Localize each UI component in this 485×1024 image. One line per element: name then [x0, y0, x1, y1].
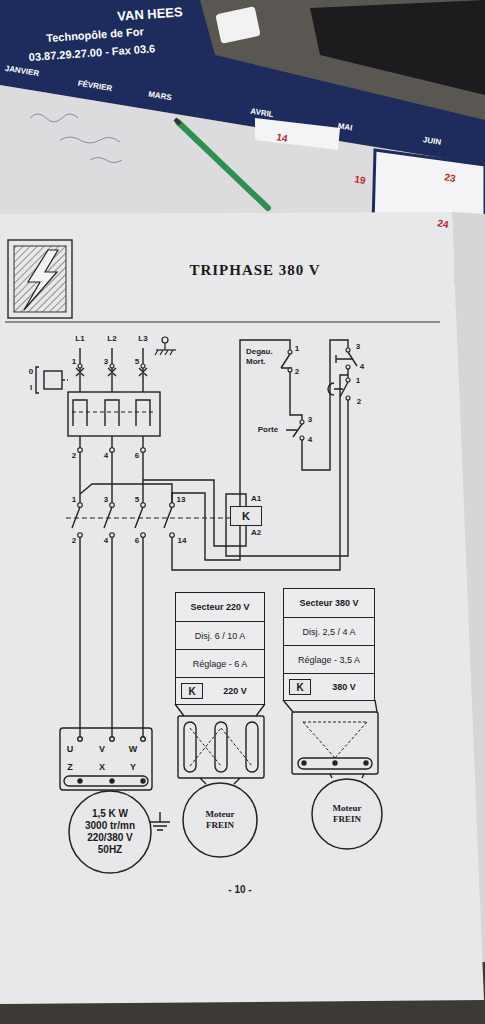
- table-row: Réglage - 3,5 A: [284, 645, 374, 674]
- table-row: 220 V: [206, 677, 264, 705]
- terminal-number: 1: [71, 357, 77, 366]
- coil-terminal: A2: [250, 528, 262, 537]
- coil-box: K: [230, 506, 262, 526]
- table-rule: [176, 677, 264, 678]
- contact-name: Degau. Mort.: [245, 347, 281, 366]
- table-row: Disj. 6 / 10 A: [176, 621, 264, 650]
- motor-circle: Moteur FREIN: [311, 778, 383, 850]
- table-cell: 220 V: [223, 686, 247, 696]
- coil-letter: K: [296, 682, 303, 693]
- date: 19: [354, 173, 367, 186]
- terminal-number: 5: [134, 495, 140, 504]
- spec-table: Secteur 220 V Disj. 6 / 10 A Réglage - 6 A…: [175, 592, 265, 705]
- contact-name: Porte: [257, 425, 279, 434]
- table-row: Secteur 220 V: [176, 593, 264, 621]
- terminal-number: 1: [71, 495, 77, 504]
- motor-terminal: U: [66, 744, 75, 754]
- terminal-number: 14: [177, 536, 188, 545]
- terminal-number: 2: [71, 451, 77, 460]
- date: 24: [437, 217, 450, 230]
- terminal-number: 3: [103, 357, 109, 366]
- terminal-number: 2: [71, 536, 77, 545]
- terminal-number: 2: [356, 397, 362, 406]
- table-cell: Disj. 6 / 10 A: [195, 631, 246, 641]
- table-row: Réglage - 6 A: [176, 649, 264, 678]
- table-cell: Secteur 220 V: [190, 602, 249, 612]
- motor-terminal: Z: [66, 762, 74, 772]
- terminal-number: 6: [134, 536, 140, 545]
- coil-terminal: A1: [250, 494, 262, 503]
- coil-box: K: [289, 679, 311, 695]
- motor-terminal: Y: [129, 762, 137, 772]
- coil-box: K: [181, 683, 203, 699]
- date: 14: [276, 131, 289, 144]
- coil-letter: K: [188, 686, 195, 697]
- terminal-number: 6: [134, 451, 140, 460]
- terminal-number: 3: [355, 342, 361, 351]
- table-rule: [284, 673, 374, 674]
- date: 23: [444, 171, 457, 184]
- motor-text: Moteur FREIN: [324, 803, 370, 825]
- terminal-number: 4: [103, 536, 109, 545]
- motor-terminal: V: [98, 744, 106, 754]
- page-number: - 10 -: [227, 884, 252, 896]
- motor-text: 1,5 K W 3000 tr/mn 220/380 V 50HZ: [80, 808, 140, 856]
- phase-name: L1: [74, 334, 85, 343]
- table-row: 380 V: [314, 673, 374, 701]
- motor-terminal: X: [98, 762, 106, 772]
- table-cell: Secteur 380 V: [299, 598, 358, 608]
- terminal-number: 3: [307, 415, 313, 424]
- terminal-number: 2: [294, 367, 300, 376]
- motor-circle: Moteur FREIN: [182, 782, 258, 858]
- motor-text: Moteur FREIN: [197, 809, 243, 831]
- terminal-number: 3: [103, 495, 109, 504]
- table-cell: Réglage - 6 A: [193, 659, 248, 669]
- switch-position: I: [29, 383, 33, 392]
- terminal-number: 4: [307, 435, 313, 444]
- terminal-number: 13: [176, 495, 187, 504]
- table-row: Disj. 2,5 / 4 A: [284, 617, 374, 646]
- table-cell: 380 V: [332, 682, 356, 692]
- phase-name: L2: [106, 334, 117, 343]
- terminal-number: 1: [294, 344, 300, 353]
- terminal-number: 5: [134, 357, 140, 366]
- switch-position: 0: [28, 367, 34, 376]
- table-cell: Réglage - 3,5 A: [298, 655, 360, 665]
- spec-table: Secteur 380 V Disj. 2,5 / 4 A Réglage - 3,…: [283, 588, 375, 701]
- title: TRIPHASE 380 V: [189, 262, 320, 279]
- terminal-number: 1: [355, 376, 361, 385]
- motor-circle: 1,5 K W 3000 tr/mn 220/380 V 50HZ: [68, 790, 152, 874]
- table-cell: Disj. 2,5 / 4 A: [302, 627, 355, 637]
- table-row: Secteur 380 V: [284, 589, 374, 617]
- phase-name: L3: [137, 334, 148, 343]
- terminal-number: 4: [359, 362, 365, 371]
- coil-letter: K: [242, 510, 250, 522]
- terminal-number: 4: [103, 451, 109, 460]
- motor-terminal: W: [128, 744, 139, 754]
